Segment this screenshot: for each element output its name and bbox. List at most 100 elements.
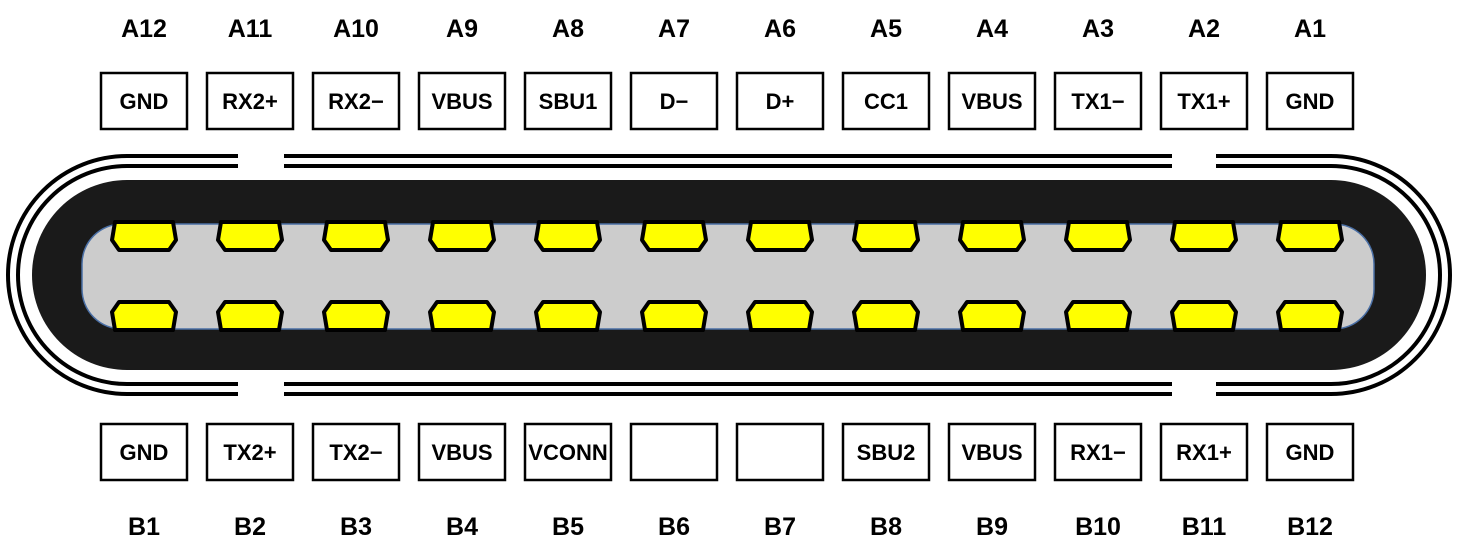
pin-number-a3: A3 [1082, 15, 1114, 43]
signal-box-a1 [1265, 71, 1355, 131]
pin-number-b9: B9 [976, 513, 1008, 541]
signal-label-a1: GND [1286, 89, 1335, 114]
contact-a3 [1064, 220, 1132, 252]
contact-b4 [428, 300, 496, 332]
pin-number-b2: B2 [234, 513, 266, 541]
signal-box-b9 [947, 422, 1037, 482]
pin-number-b1: B1 [128, 513, 160, 541]
signal-box-b12 [1265, 422, 1355, 482]
signal-box-b10 [1053, 422, 1143, 482]
signal-label-b11: RX1+ [1176, 440, 1232, 465]
contact-a4 [958, 220, 1026, 252]
signal-label-a2: TX1+ [1177, 89, 1230, 114]
signal-box-a11 [205, 71, 295, 131]
pin-number-a4: A4 [976, 15, 1008, 43]
pin-number-b3: B3 [340, 513, 372, 541]
pin-number-a2: A2 [1188, 15, 1220, 43]
pin-number-a10: A10 [333, 15, 379, 43]
pin-number-a7: A7 [658, 15, 690, 43]
contact-a7 [640, 220, 708, 252]
signal-box-a12 [99, 71, 189, 131]
signal-label-b1: GND [120, 440, 169, 465]
signal-box-a9 [417, 71, 507, 131]
signal-label-b3: TX2− [329, 440, 382, 465]
pin-number-a12: A12 [121, 15, 167, 43]
signal-box-b11 [1159, 422, 1249, 482]
signal-box-a5 [841, 71, 931, 131]
pin-number-a6: A6 [764, 15, 796, 43]
inner-shell-ring [16, 164, 1442, 386]
contact-b11 [1170, 300, 1238, 332]
signal-label-b10: RX1− [1070, 440, 1126, 465]
contact-b1 [110, 300, 178, 332]
pin-number-a9: A9 [446, 15, 478, 43]
contact-b5 [534, 300, 602, 332]
pin-number-a5: A5 [870, 15, 902, 43]
signal-label-a9: VBUS [431, 89, 492, 114]
contact-a1 [1276, 220, 1344, 252]
contact-b3 [322, 300, 390, 332]
signal-box-a3 [1053, 71, 1143, 131]
outer-shell-ring [6, 154, 1452, 396]
connector-tongue [81, 223, 1375, 330]
signal-label-a7: D− [660, 89, 689, 114]
contact-a11 [216, 220, 284, 252]
signal-box-a4 [947, 71, 1037, 131]
bottom-pin-numbers: B1 B2 B3 B4 B5 B6 B7 B8 B9 B10 B11 B12 [128, 513, 1333, 541]
pin-number-b8: B8 [870, 513, 902, 541]
pin-number-b12: B12 [1287, 513, 1333, 541]
signal-label-a8: SBU1 [539, 89, 598, 114]
signal-box-b3 [311, 422, 401, 482]
contact-a5 [852, 220, 920, 252]
signal-box-a8 [523, 71, 613, 131]
signal-label-b9: VBUS [961, 440, 1022, 465]
contact-a9 [428, 220, 496, 252]
signal-label-a11: RX2+ [222, 89, 278, 114]
pin-number-b10: B10 [1075, 513, 1121, 541]
signal-label-a3: TX1− [1071, 89, 1124, 114]
contact-b9 [958, 300, 1026, 332]
contact-b12 [1276, 300, 1344, 332]
pin-number-a1: A1 [1294, 15, 1326, 43]
signal-label-a12: GND [120, 89, 169, 114]
contact-a6 [746, 220, 814, 252]
signal-box-b7 [735, 422, 825, 482]
signal-label-a5: CC1 [864, 89, 908, 114]
shell-gaps [238, 150, 1216, 400]
signal-label-a4: VBUS [961, 89, 1022, 114]
contact-b2 [216, 300, 284, 332]
signal-label-b4: VBUS [431, 440, 492, 465]
top-pin-numbers: A12 A11 A10 A9 A8 A7 A6 A5 A4 A3 A2 A1 [121, 15, 1326, 43]
pin-number-a8: A8 [552, 15, 584, 43]
contact-a12 [110, 220, 178, 252]
signal-box-b8 [841, 422, 931, 482]
top-contacts [110, 220, 1344, 252]
contact-b7 [746, 300, 814, 332]
signal-box-a7 [629, 71, 719, 131]
contact-a10 [322, 220, 390, 252]
pin-number-b5: B5 [552, 513, 584, 541]
pin-number-b7: B7 [764, 513, 796, 541]
signal-box-b2 [205, 422, 295, 482]
top-signal-labels: GND RX2+ RX2− VBUS SBU1 D− D+ CC1 VBUS TX1− TX1+ GN… [99, 71, 1355, 131]
contact-b6 [640, 300, 708, 332]
bottom-contacts [110, 300, 1344, 332]
signal-label-a6: D+ [766, 89, 795, 114]
signal-label-a10: RX2− [328, 89, 384, 114]
signal-box-b6 [629, 422, 719, 482]
pin-number-b4: B4 [446, 513, 478, 541]
signal-box-b1 [99, 422, 189, 482]
pin-number-a11: A11 [228, 15, 273, 43]
signal-box-a6 [735, 71, 825, 131]
signal-label-b2: TX2+ [223, 440, 276, 465]
signal-box-b4 [417, 422, 507, 482]
signal-box-a2 [1159, 71, 1249, 131]
pin-number-b6: B6 [658, 513, 690, 541]
contact-a8 [534, 220, 602, 252]
signal-label-b12: GND [1286, 440, 1335, 465]
signal-label-b8: SBU2 [857, 440, 916, 465]
pin-number-b11: B11 [1182, 513, 1227, 541]
contact-b8 [852, 300, 920, 332]
